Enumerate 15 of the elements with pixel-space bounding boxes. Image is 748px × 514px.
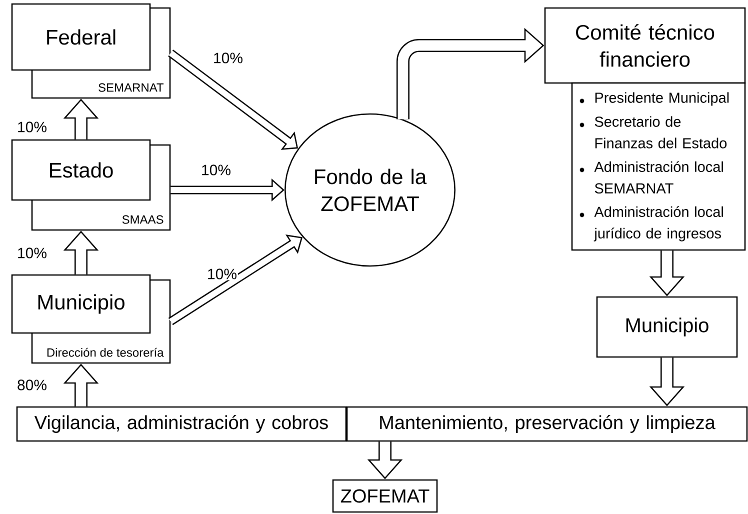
activity-box: Mantenimiento, preservación y limpieza <box>346 406 748 442</box>
agency-box: Estado SMAAS <box>11 139 171 231</box>
edge-label: 80% <box>16 378 48 392</box>
agency-box: Municipio Dirección de tesorería <box>11 274 171 364</box>
member-list-box: Presidente Municipal Secretario de Finanzas del Estado Administración local SEMARNAT Administración local jurídico de ingresos <box>571 82 746 251</box>
edge-label: 10% <box>200 164 232 176</box>
edge-label: 10% <box>16 246 48 260</box>
edge-label: 10% <box>212 52 244 64</box>
process-box: ZOFEMAT <box>332 479 438 513</box>
edge-label: 10% <box>16 120 48 134</box>
edge-label: 10% <box>206 268 238 280</box>
committee-box: Comité técnico financiero <box>544 7 746 84</box>
agency-box: Federal SEMARNAT <box>11 3 171 99</box>
process-box: Municipio <box>596 296 738 358</box>
activity-box: Vigilancia, administración y cobros <box>16 406 347 442</box>
